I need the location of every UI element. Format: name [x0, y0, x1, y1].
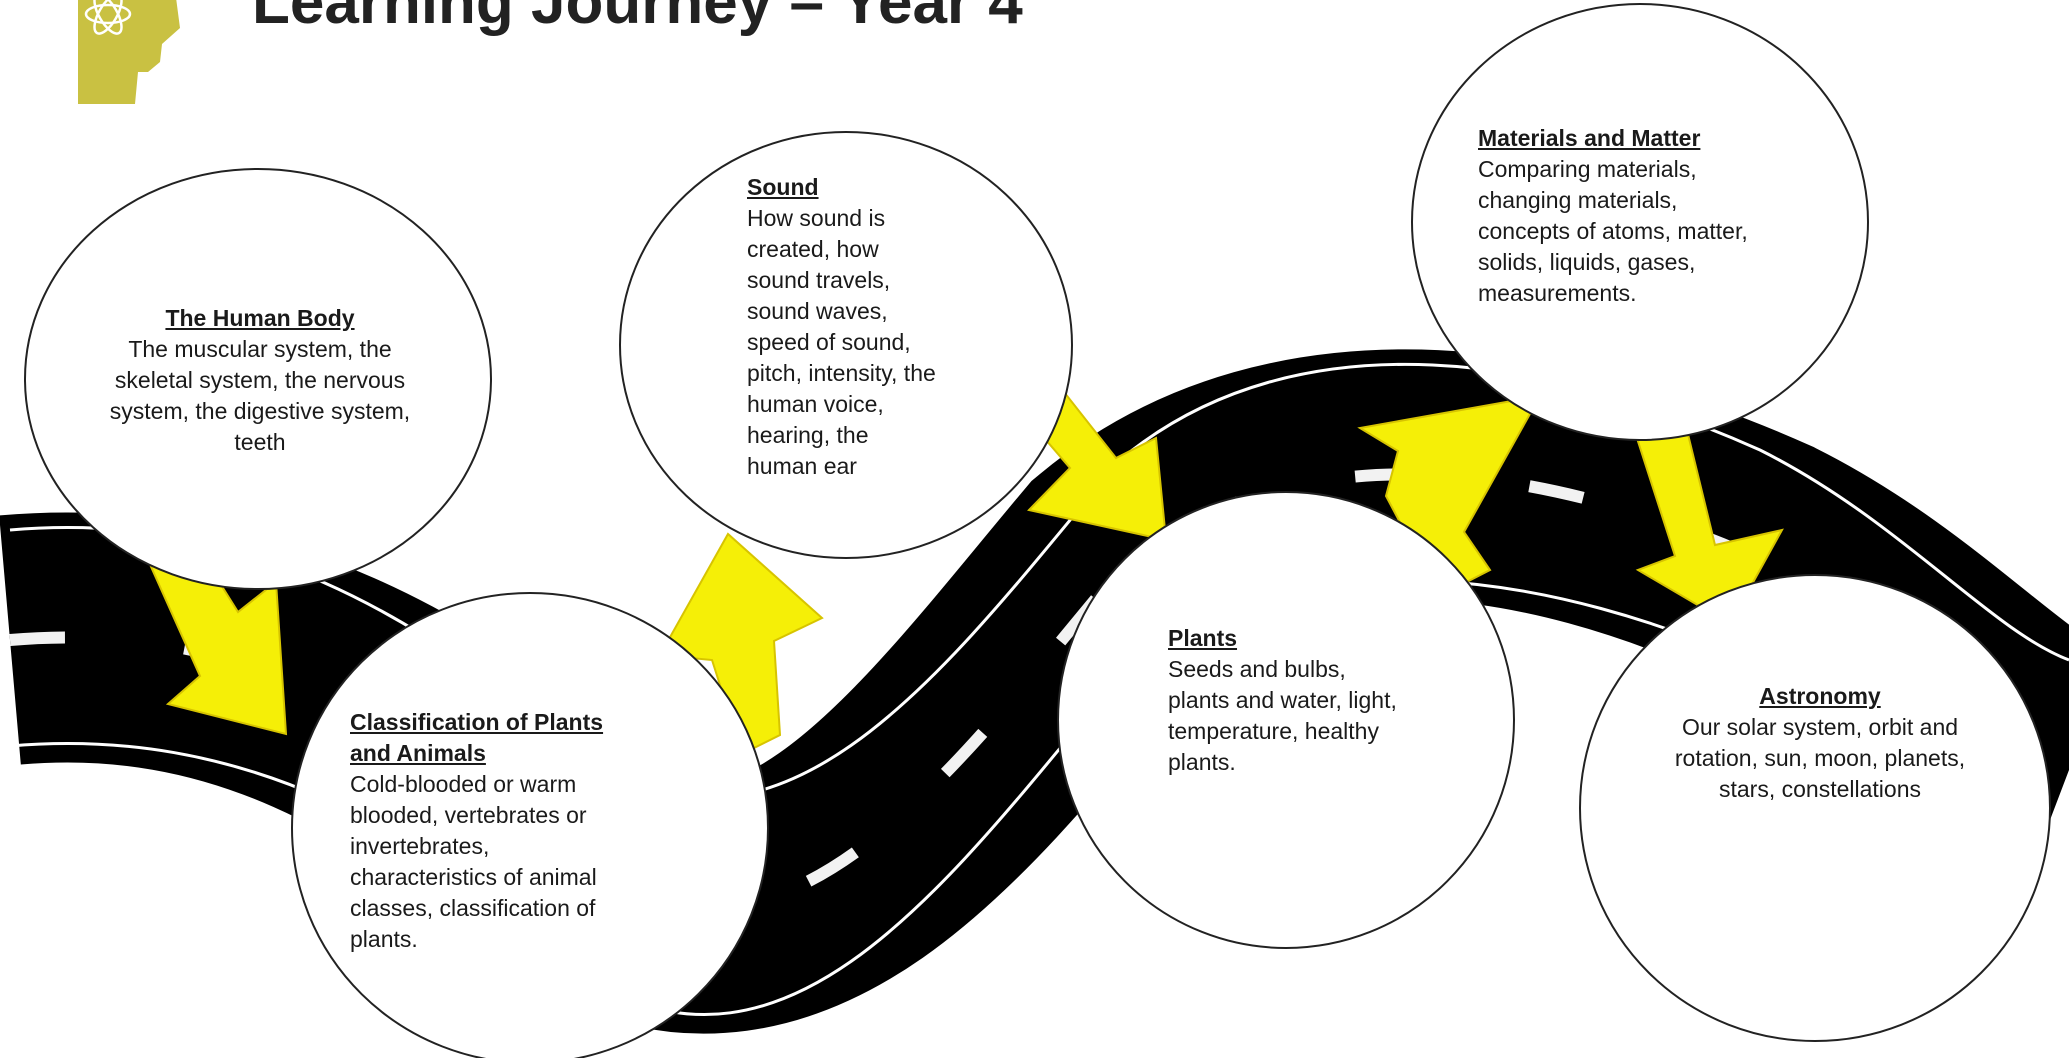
arrow-2 — [658, 532, 824, 756]
topic-body: Comparing materials, changing materials,… — [1478, 156, 1748, 306]
arrows — [146, 390, 1784, 756]
topic-heading: The Human Body — [165, 305, 355, 331]
topic-heading: Astronomy — [1759, 683, 1881, 709]
topic-heading: Materials and Matter — [1478, 125, 1701, 151]
topic-body: Our solar system, orbit and rotation, su… — [1674, 714, 1966, 802]
topic-circle-human-body — [24, 168, 492, 590]
page-title: Learning Journey – Year 4 — [252, 0, 1023, 37]
topic-circles — [24, 3, 2051, 1058]
topic-plants: Plants Seeds and bulbs, plants and water… — [1168, 623, 1398, 778]
topic-human-body: The Human Body The muscular system, the … — [100, 303, 420, 458]
topic-body: The muscular system, the skeletal system… — [109, 336, 411, 455]
topic-classification: Classification of Plants and Animals Col… — [350, 707, 640, 955]
topic-circle-sound — [619, 131, 1073, 559]
topic-heading: Sound — [747, 174, 819, 200]
topic-circle-astronomy — [1579, 574, 2051, 1042]
arrow-5 — [1633, 420, 1784, 626]
topic-materials: Materials and Matter Comparing materials… — [1478, 123, 1748, 309]
topic-body: Cold-blooded or warm blooded, vertebrate… — [350, 771, 597, 952]
topic-heading: Classification of Plants and Animals — [350, 709, 604, 766]
topic-body: Seeds and bulbs, plants and water, light… — [1168, 656, 1397, 775]
topic-body: How sound is created, how sound travels,… — [747, 205, 936, 479]
topic-sound: Sound How sound is created, how sound tr… — [747, 172, 942, 482]
topic-heading: Plants — [1168, 625, 1238, 651]
science-head-icon — [78, 0, 180, 104]
topic-astronomy: Astronomy Our solar system, orbit and ro… — [1660, 681, 1980, 805]
topic-circle-materials — [1411, 3, 1869, 441]
topic-circle-classification — [291, 592, 769, 1058]
topic-circle-plants — [1057, 491, 1515, 949]
